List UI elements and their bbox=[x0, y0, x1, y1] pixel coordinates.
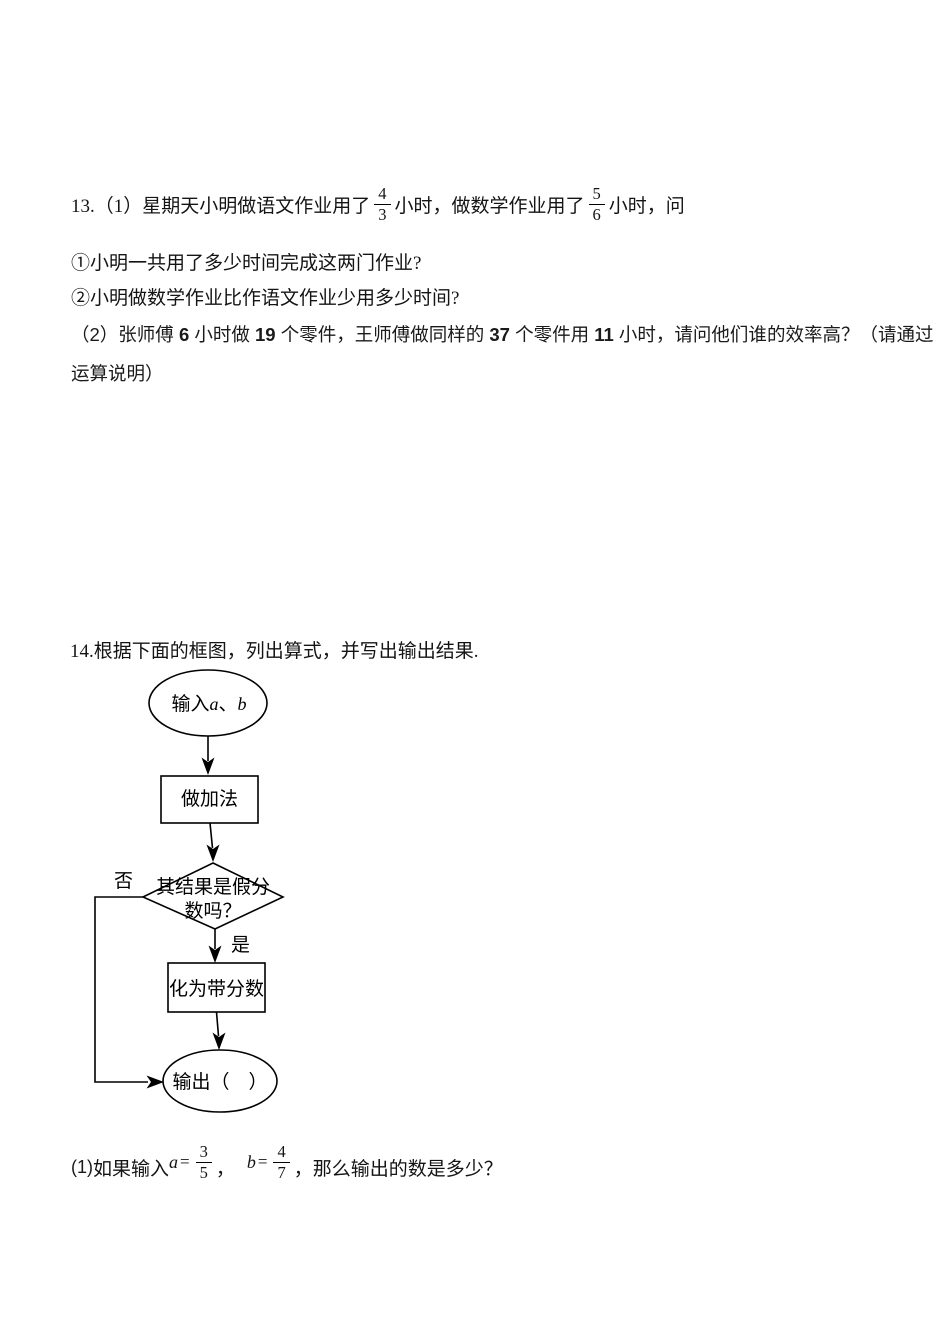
flowchart-end-ellipse bbox=[162, 1049, 278, 1113]
var-b: b bbox=[237, 694, 247, 714]
start-label-text: 输入 bbox=[171, 694, 210, 715]
q13-lead-line: 13.（1）星期天小明做语文作业用了 4 3 小时，做数学作业用了 5 6 小时… bbox=[71, 180, 685, 228]
flowchart-no-label: 否 bbox=[114, 871, 134, 892]
fraction-3-5: 3 5 bbox=[195, 1142, 212, 1182]
arrowhead-right-icon bbox=[146, 1075, 164, 1089]
flowchart-process1-rect bbox=[160, 775, 259, 824]
math-a-equals-frac: a = 3 5 bbox=[169, 1142, 216, 1182]
q14-part1-tail: ，那么输出的数是多少？ bbox=[293, 1158, 503, 1180]
arrowhead-down-icon bbox=[201, 757, 215, 775]
q13-part2-number: 19 bbox=[255, 324, 276, 345]
flowchart-start-label: 输入a、b bbox=[152, 692, 266, 717]
q14-title: 14.根据下面的框图，列出算式，并写出输出结果. bbox=[70, 641, 479, 662]
q13-part2-seg: （2）张师傅 bbox=[71, 324, 179, 345]
q13-part2-seg: 个零件用 bbox=[509, 324, 595, 345]
q13-part2-number: 11 bbox=[594, 324, 614, 345]
q14-part1-line: (1) 如果输入 a = 3 5 ， b = 4 7 ，那么输出的数是多少？ bbox=[71, 1138, 503, 1196]
fraction-numerator: 3 bbox=[195, 1142, 212, 1163]
q13-part2-seg: 个零件，王师傅做同样的 bbox=[275, 324, 490, 345]
q13-tail-text: 小时，问 bbox=[608, 195, 685, 217]
equals-sign: = bbox=[180, 1152, 190, 1171]
var-a: a bbox=[209, 694, 219, 714]
var-a: a bbox=[169, 1151, 179, 1172]
flowchart-end-label: 输出（ ） bbox=[172, 1072, 268, 1093]
fraction-numerator: 4 bbox=[374, 184, 391, 205]
comma: ， bbox=[215, 1158, 235, 1180]
flowchart bbox=[94, 669, 285, 1113]
q13-part2-seg: 小时做 bbox=[189, 324, 256, 345]
separator: 、 bbox=[218, 694, 238, 715]
q13-part2-number: 37 bbox=[489, 324, 510, 345]
flowchart-yes-label: 是 bbox=[231, 935, 251, 956]
arrowhead-down-icon bbox=[208, 945, 222, 963]
fraction-5-6: 5 6 bbox=[588, 184, 605, 224]
decision-line1: 其结果是假分 bbox=[155, 877, 270, 898]
fraction-numerator: 5 bbox=[588, 184, 605, 205]
fraction-denominator: 5 bbox=[199, 1162, 208, 1182]
q14-part1-number: (1) bbox=[71, 1156, 93, 1177]
equals-sign: = bbox=[257, 1152, 268, 1171]
fraction-4-7: 4 7 bbox=[273, 1142, 290, 1182]
flowchart-connector bbox=[209, 822, 214, 849]
fraction-numerator: 4 bbox=[273, 1142, 290, 1163]
flowchart-process1-label: 做加法 bbox=[180, 789, 238, 810]
q13-part2-seg: 小时，请问他们谁的效率高？（请通过 bbox=[613, 324, 934, 345]
arrowhead-down-icon bbox=[206, 844, 220, 862]
flowchart-connector bbox=[215, 1011, 220, 1037]
q13-part2-line2: 运算说明） bbox=[71, 363, 164, 384]
q13-mid-text: 小时，做数学作业用了 bbox=[394, 195, 585, 217]
fraction-4-3: 4 3 bbox=[374, 184, 391, 224]
q13-part2-number: 6 bbox=[178, 324, 190, 345]
q13-subquestion-2: ②小明做数学作业比作语文作业少用多少时间? bbox=[71, 288, 460, 309]
fraction-denominator: 3 bbox=[378, 204, 387, 224]
arrowhead-down-icon bbox=[212, 1032, 226, 1050]
math-b-equals-frac: b = 4 7 bbox=[246, 1142, 294, 1182]
flowchart-process2-label: 化为带分数 bbox=[168, 979, 264, 1000]
var-b: b bbox=[246, 1151, 256, 1172]
flowchart-decision-label: 其结果是假分 数吗？ bbox=[140, 876, 286, 924]
fraction-denominator: 7 bbox=[277, 1162, 286, 1182]
q13-lead-text: 13.（1）星期天小明做语文作业用了 bbox=[71, 195, 371, 217]
q14-part1-lead: 如果输入 bbox=[93, 1158, 170, 1180]
decision-line2: 数吗？ bbox=[184, 901, 242, 922]
q13-part2-line1: （2）张师傅 6 小时做 19 个零件，王师傅做同样的 37 个零件用 11 小… bbox=[71, 321, 933, 347]
fraction-denominator: 6 bbox=[592, 204, 601, 224]
q13-subquestion-1: ①小明一共用了多少时间完成这两门作业? bbox=[71, 253, 422, 274]
flowchart-no-branch-line bbox=[94, 896, 148, 1083]
